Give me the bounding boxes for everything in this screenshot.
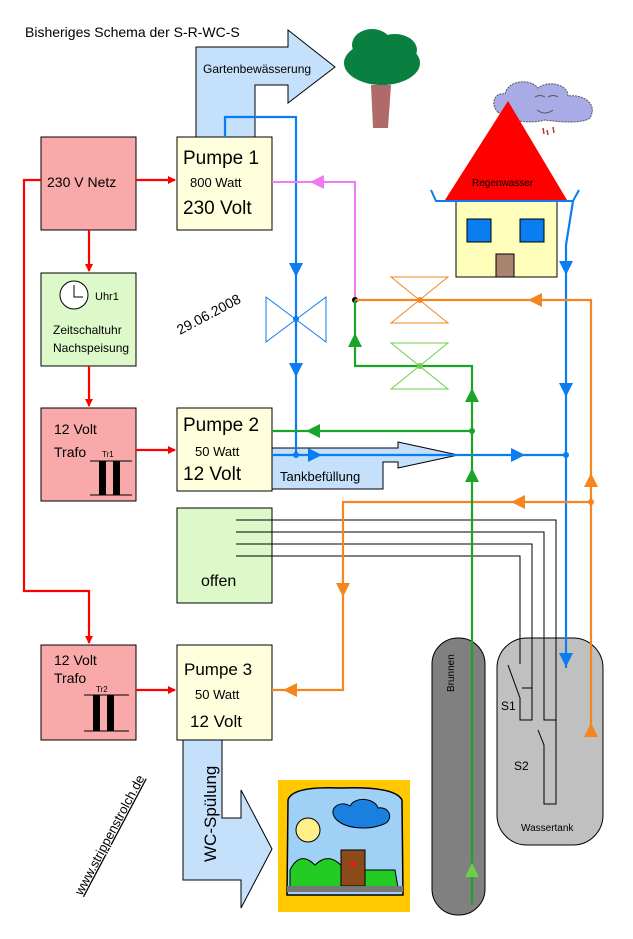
- water-tank-label: Wassertank: [521, 823, 574, 834]
- clock-icon: [59, 280, 89, 310]
- wc-flow-label: WC-Spülung: [201, 766, 220, 862]
- timer-box: [40, 272, 137, 367]
- garden-flow-arrow: [195, 28, 336, 141]
- house-label: Regenwasser: [472, 178, 534, 189]
- house-icon: [430, 101, 580, 278]
- flow-arrowhead: [348, 333, 362, 347]
- trafo2-line2: Trafo: [54, 670, 86, 686]
- pump1-name: Pumpe 1: [183, 148, 259, 169]
- transformer-icon: [90, 460, 132, 496]
- flow-arrowhead: [584, 473, 598, 487]
- flow-arrowhead: [465, 863, 479, 877]
- flow-arrowhead: [283, 683, 297, 697]
- flow-arrowhead: [465, 468, 479, 482]
- pump1-box: [176, 136, 273, 231]
- flow-arrowhead: [559, 261, 573, 275]
- trafo2-id: Tr2: [96, 685, 108, 694]
- transformer-icon: [84, 694, 129, 732]
- flow-arrowhead: [336, 583, 350, 597]
- trafo1-box: [40, 407, 137, 502]
- trafo2-line1: 12 Volt: [54, 652, 97, 668]
- flow-arrowhead: [308, 448, 322, 462]
- pump3-name: Pumpe 3: [184, 660, 252, 679]
- trafo1-id: Tr1: [102, 450, 114, 459]
- timer-line1: Zeitschaltuhr: [53, 323, 122, 337]
- flow-arrowhead: [584, 723, 598, 737]
- garden-flow-label: Gartenbewässerung: [203, 62, 311, 76]
- trafo1-line2: Trafo: [54, 444, 86, 460]
- water-tank-shape: [496, 637, 604, 846]
- wc-flow-arrow: [182, 739, 273, 909]
- flow-arrowhead: [559, 383, 573, 397]
- trafo2-box: [40, 644, 137, 741]
- outhouse-picture: [278, 780, 410, 912]
- flow-arrowhead: [289, 363, 303, 377]
- pump3-voltage: 12 Volt: [190, 712, 242, 731]
- open-box-label: offen: [201, 573, 236, 590]
- tank-fill-label: Tankbefüllung: [280, 469, 360, 484]
- flow-arrowheads: [283, 175, 598, 877]
- timer-id: Uhr1: [95, 291, 119, 303]
- flow-arrowhead: [289, 263, 303, 277]
- flow-arrowhead: [310, 175, 324, 189]
- diagram-date: 29.06.2008: [174, 291, 244, 338]
- rain-cloud-icon: [493, 81, 593, 136]
- trafo1-line1: 12 Volt: [54, 421, 97, 437]
- pump3-box: [176, 644, 273, 741]
- valve-icon: [389, 276, 450, 324]
- overflow-line: [272, 181, 356, 300]
- pump1-power: 800 Watt: [190, 175, 242, 190]
- power-supply-box: [40, 136, 137, 231]
- pump1-voltage: 230 Volt: [183, 198, 252, 219]
- flow-arrowhead: [511, 495, 525, 509]
- power-lines: [22, 176, 176, 694]
- flow-arrowhead: [306, 424, 320, 438]
- valve-icon: [265, 296, 327, 343]
- switch2-label: S2: [514, 759, 529, 773]
- flow-arrowhead: [511, 448, 525, 462]
- website-link[interactable]: www.strippenstrolch.de: [71, 772, 147, 898]
- pump2-power: 50 Watt: [195, 444, 240, 459]
- diagram-title: Bisheriges Schema der S-R-WC-S: [25, 24, 240, 40]
- pump3-power: 50 Watt: [195, 687, 240, 702]
- valve-icon: [389, 342, 450, 390]
- flow-arrowhead: [528, 293, 542, 307]
- pump2-name: Pumpe 2: [183, 415, 259, 436]
- tree-icon: [344, 29, 420, 128]
- power-supply-label: 230 V Netz: [47, 174, 116, 190]
- flow-arrowhead: [465, 388, 479, 402]
- timer-line2: Nachspeisung: [53, 341, 129, 355]
- pump2-box: [176, 407, 273, 492]
- control-wires: [236, 519, 557, 805]
- well-label: Brunnen: [446, 654, 457, 692]
- pump2-voltage: 12 Volt: [183, 464, 242, 485]
- flow-arrowhead: [559, 653, 573, 667]
- switch1-label: S1: [501, 699, 516, 713]
